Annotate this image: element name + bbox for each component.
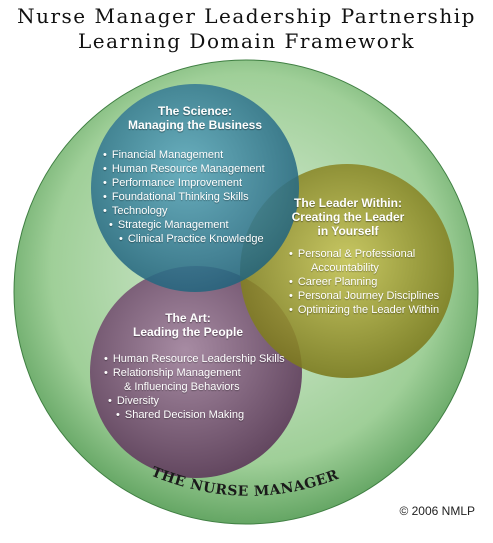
- art-item: •Diversity: [108, 395, 160, 407]
- science-heading-line-1: The Science:: [157, 104, 233, 118]
- art-item: •Relationship Management: [104, 367, 241, 379]
- title-line-2: Learning Domain Framework: [77, 29, 416, 53]
- art-item-continuation: & Influencing Behaviors: [124, 381, 240, 393]
- science-item: •Clinical Practice Knowledge: [119, 233, 264, 245]
- leader-list: •Personal & Professional Accountability …: [289, 247, 439, 317]
- leader-heading-line-2: Creating the Leader: [291, 210, 405, 224]
- art-list: •Human Resource Leadership Skills •Relat…: [104, 352, 285, 422]
- science-circle: [91, 84, 299, 292]
- science-item: •Performance Improvement: [103, 177, 243, 189]
- leader-item-continuation: Accountability: [311, 262, 379, 274]
- leader-heading: The Leader Within: Creating the Leader i…: [277, 196, 419, 238]
- leader-item: •Career Planning: [289, 276, 378, 288]
- science-item: •Financial Management: [103, 149, 224, 161]
- leader-item: •Personal Journey Disciplines: [289, 290, 440, 302]
- art-heading-line-1: The Art:: [165, 311, 211, 325]
- science-heading-line-2: Managing the Business: [127, 118, 263, 132]
- art-heading-line-2: Leading the People: [132, 325, 243, 339]
- art-item: •Human Resource Leadership Skills: [104, 353, 285, 365]
- leader-item: •Optimizing the Leader Within: [289, 304, 440, 316]
- art-heading: The Art: Leading the People: [113, 311, 263, 339]
- leader-item: •Personal & Professional: [289, 248, 416, 260]
- copyright-notice: © 2006 NMLP: [399, 504, 475, 518]
- art-circle: [90, 266, 302, 478]
- science-item: •Strategic Management: [109, 219, 229, 231]
- science-heading: The Science: Managing the Business: [115, 104, 275, 132]
- science-item: •Foundational Thinking Skills: [103, 191, 249, 203]
- art-item: •Shared Decision Making: [116, 409, 245, 421]
- science-item: •Human Resource Management: [103, 163, 265, 175]
- title-line-1: Nurse Manager Leadership Partnership: [17, 4, 476, 28]
- science-list: •Financial Management •Human Resource Ma…: [103, 148, 265, 246]
- leader-heading-line-3: in Yourself: [317, 224, 379, 238]
- leader-heading-line-1: The Leader Within:: [294, 196, 402, 210]
- science-item: •Technology: [103, 205, 168, 217]
